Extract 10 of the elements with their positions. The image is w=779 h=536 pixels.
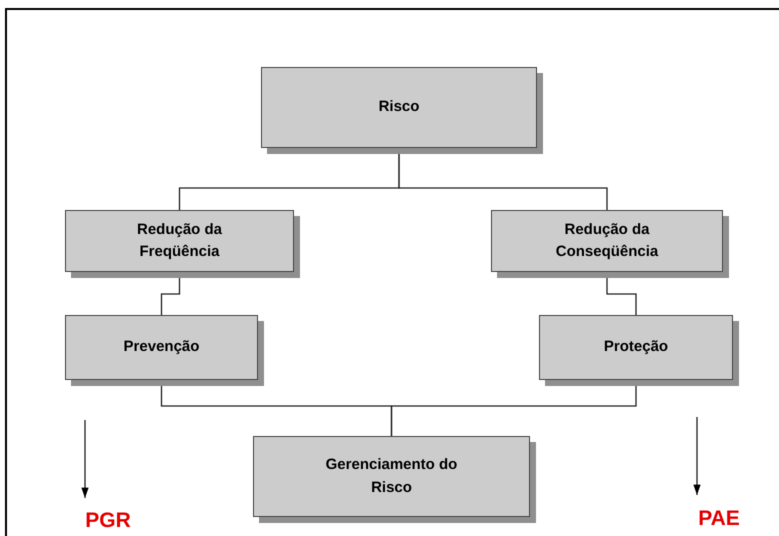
- box-label: Risco: [378, 97, 420, 118]
- acronym-label: PAE: [698, 508, 740, 528]
- arrow: [81, 420, 89, 498]
- box-label: Proteção: [602, 337, 670, 358]
- box-label: Redução da Conseqüência: [554, 220, 660, 262]
- acronym-label: PGR: [85, 510, 131, 530]
- box-label: Redução da Freqüência: [136, 220, 224, 262]
- box-label: Prevenção: [122, 337, 200, 358]
- box-label: Gerenciamento do Risco: [324, 455, 458, 498]
- arrow: [693, 417, 701, 495]
